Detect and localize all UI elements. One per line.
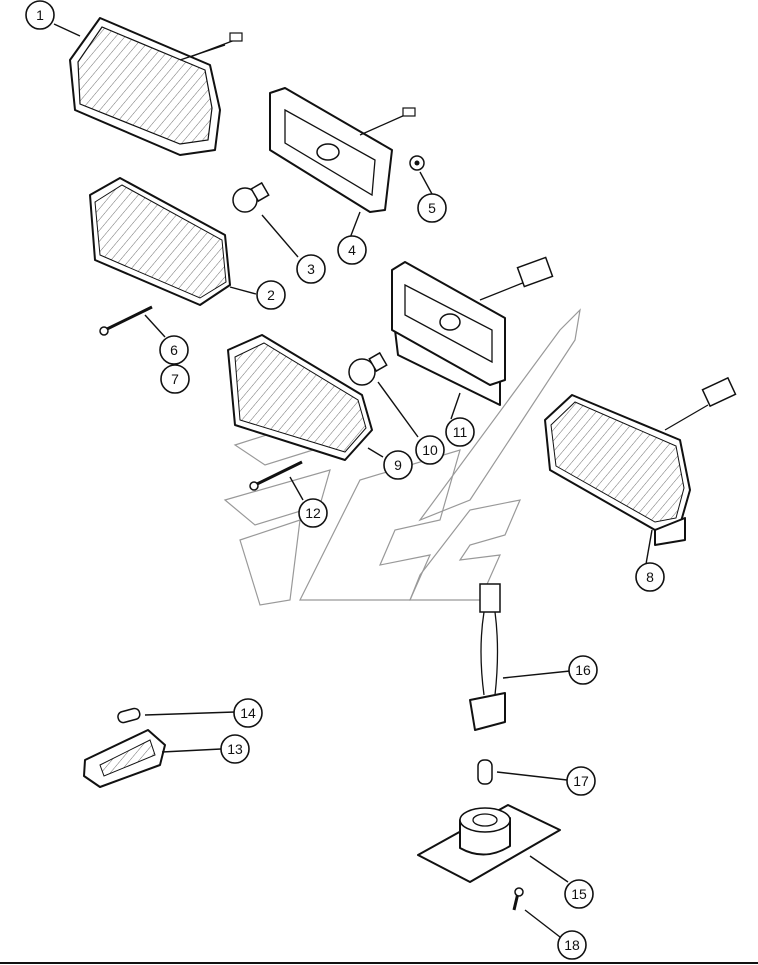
svg-text:7: 7 [171, 371, 179, 387]
screw-12 [249, 460, 303, 491]
lamp-13 [83, 729, 166, 788]
bulb-3 [232, 181, 270, 213]
harness-16 [469, 583, 506, 731]
callout-8: 8 [635, 562, 665, 592]
svg-text:16: 16 [575, 662, 591, 678]
callout-2: 2 [256, 280, 286, 310]
svg-text:15: 15 [571, 886, 587, 902]
callout-17: 17 [566, 766, 596, 796]
callout-18: 18 [557, 930, 587, 960]
svg-text:5: 5 [428, 200, 436, 216]
svg-text:17: 17 [573, 773, 589, 789]
callout-3: 3 [296, 254, 326, 284]
lamp-assembly-1 [69, 17, 243, 156]
screw-18 [512, 887, 524, 911]
svg-text:1: 1 [36, 7, 44, 23]
svg-text:10: 10 [422, 442, 438, 458]
callout-12: 12 [298, 498, 328, 528]
nut-5 [409, 155, 425, 171]
gasket-plate-4 [269, 87, 416, 213]
callout-4: 4 [337, 235, 367, 265]
svg-text:14: 14 [240, 705, 256, 721]
callout-11: 11 [445, 417, 475, 447]
callout-14: 14 [233, 698, 263, 728]
bulb-17 [477, 759, 493, 785]
lens-2 [89, 177, 231, 306]
callout-16: 16 [568, 655, 598, 685]
callout-13: 13 [220, 734, 250, 764]
svg-text:13: 13 [227, 741, 243, 757]
housing-11 [391, 256, 554, 406]
svg-text:2: 2 [267, 287, 275, 303]
svg-text:3: 3 [307, 261, 315, 277]
svg-text:12: 12 [305, 505, 321, 521]
svg-text:8: 8 [646, 569, 654, 585]
leader-lines [53, 23, 653, 938]
lamp-9 [227, 334, 373, 461]
lamp-assembly-8 [544, 376, 737, 546]
svg-text:6: 6 [170, 342, 178, 358]
callout-15: 15 [564, 879, 594, 909]
callout-6: 6 [159, 335, 189, 365]
bulb-10 [348, 351, 388, 386]
callout-5: 5 [417, 193, 447, 223]
svg-text:4: 4 [348, 242, 356, 258]
callout-10: 10 [415, 435, 445, 465]
callout-9: 9 [383, 450, 413, 480]
svg-text:9: 9 [394, 457, 402, 473]
svg-text:18: 18 [564, 937, 580, 953]
callout-1: 1 [25, 0, 55, 30]
screw-6 [99, 305, 153, 336]
bulb-14 [117, 707, 141, 724]
base-plate-15 [417, 804, 561, 883]
callout-7: 7 [160, 364, 190, 394]
svg-text:11: 11 [453, 424, 468, 440]
